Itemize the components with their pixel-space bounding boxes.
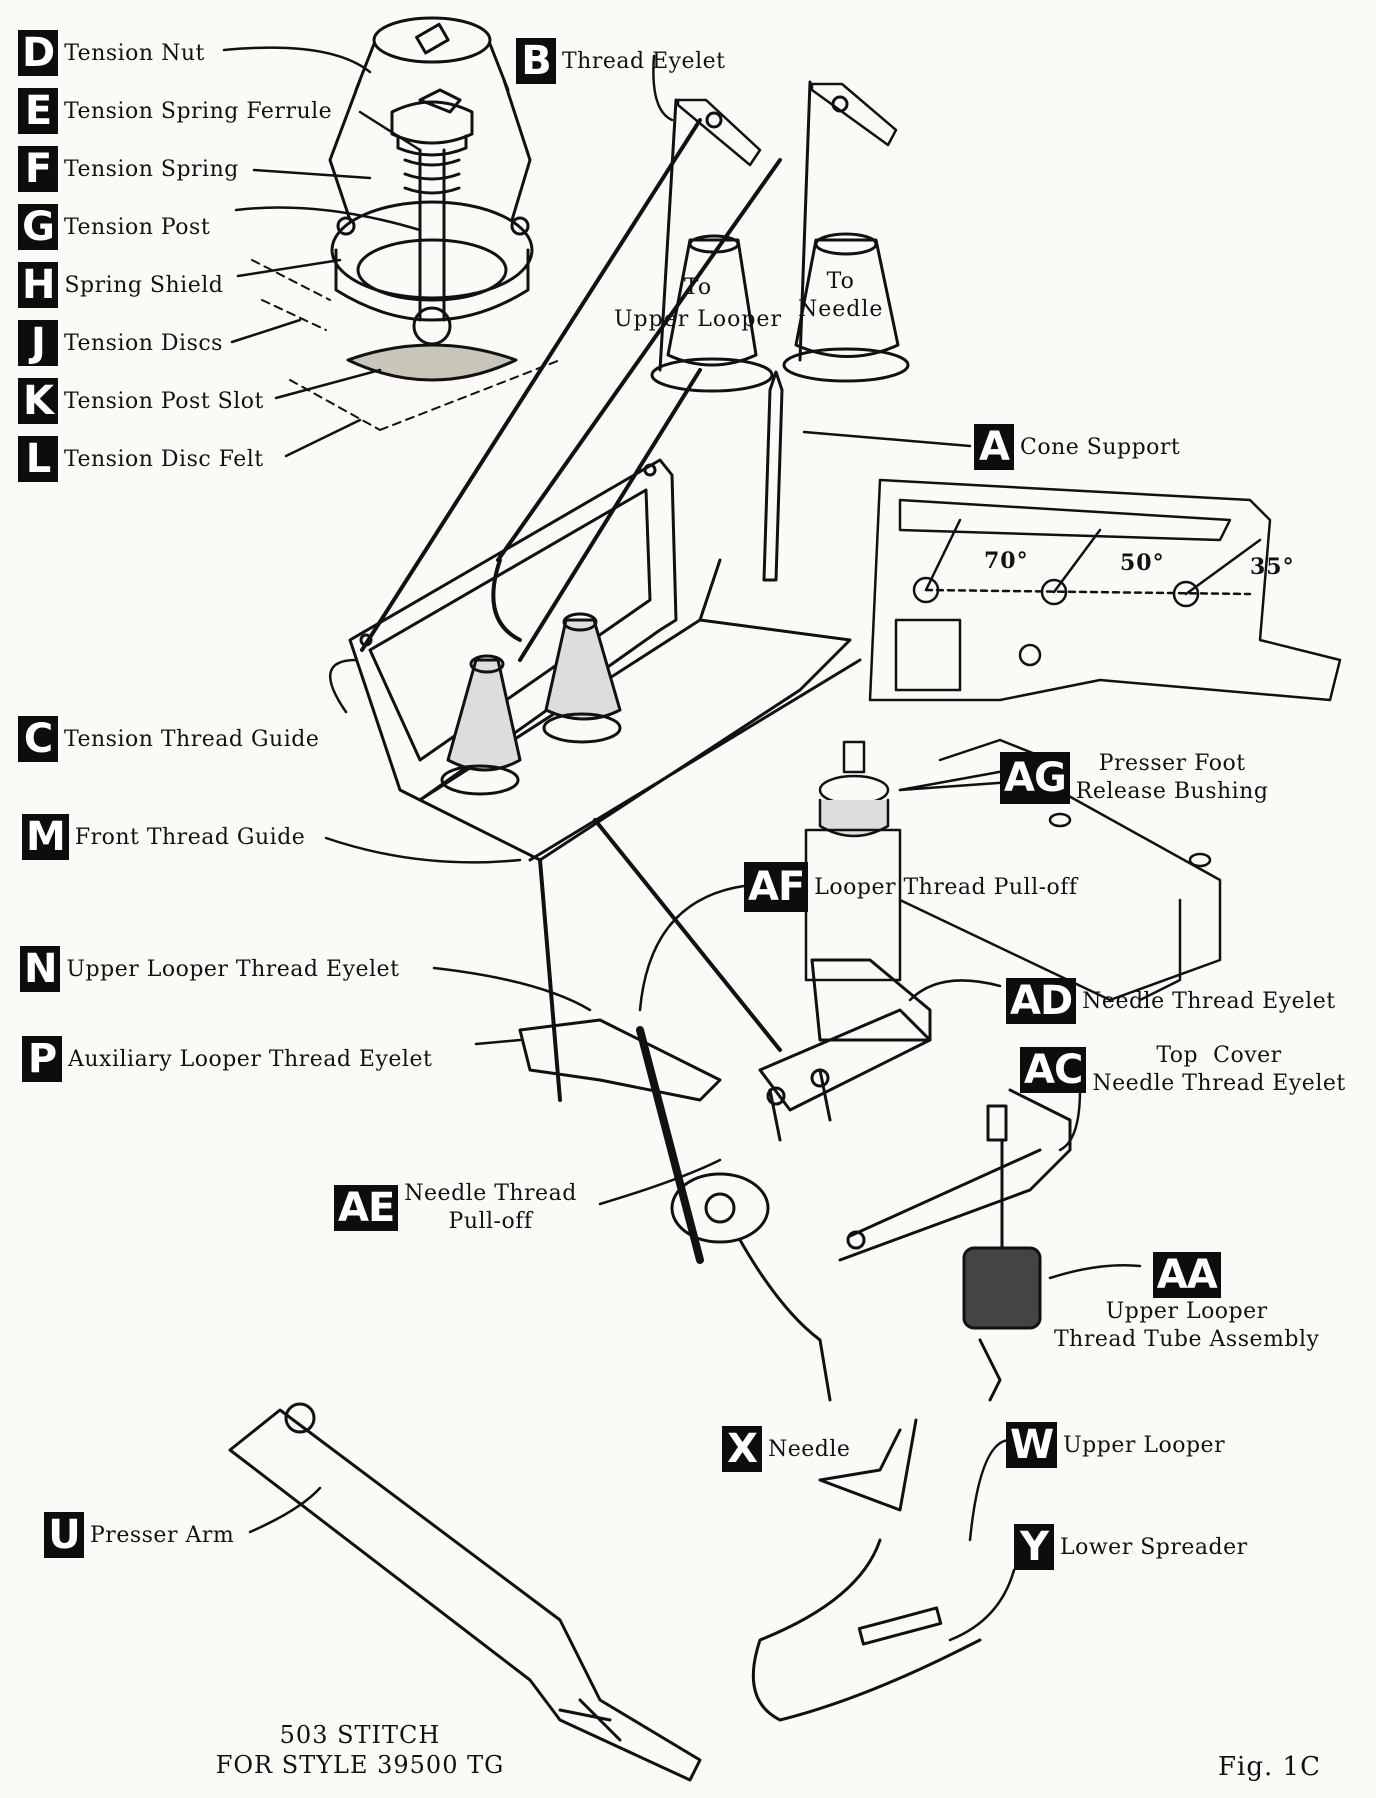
part-id-badge: J	[18, 320, 58, 366]
eyelet-bracket-illustration	[518, 958, 1072, 1402]
part-label-AG: AG Presser Foot Release Bushing	[1000, 750, 1268, 806]
part-label-C: C Tension Thread Guide	[18, 716, 319, 762]
part-id-badge: AA	[1152, 1252, 1221, 1298]
part-name: Tension Disc Felt	[64, 446, 264, 472]
part-name: Upper Looper Thread Eyelet	[66, 956, 400, 982]
part-label-F: F Tension Spring	[18, 146, 239, 192]
part-name: Presser Foot Release Bushing	[1075, 751, 1269, 804]
part-label-H: H Spring Shield	[18, 262, 223, 308]
part-name: Presser Arm	[90, 1522, 235, 1548]
part-id-badge: B	[516, 38, 556, 84]
cone-label-needle: To Needle	[798, 269, 884, 322]
part-name: Lower Spreader	[1060, 1534, 1248, 1560]
part-label-M: M Front Thread Guide	[22, 814, 305, 860]
part-name: Tension Thread Guide	[64, 726, 320, 752]
part-name: Spring Shield	[64, 272, 224, 298]
part-label-AE: AE Needle Thread Pull-off	[334, 1180, 577, 1236]
part-id-badge: X	[722, 1426, 762, 1472]
part-id-badge: G	[18, 204, 58, 250]
part-name: Tension Spring	[64, 156, 239, 182]
angle-label-50: 50°	[1120, 550, 1165, 576]
angle-label-35: 35°	[1250, 554, 1295, 580]
part-name: Top Cover Needle Thread Eyelet	[1092, 1043, 1346, 1096]
part-id-badge: AF	[744, 862, 809, 912]
cone-label-upper-looper: To Upper Looper	[614, 275, 782, 332]
part-name: Tension Discs	[64, 330, 223, 356]
part-name: Tension Nut	[64, 40, 205, 66]
part-label-X: X Needle	[722, 1426, 850, 1472]
part-id-badge: K	[18, 378, 58, 424]
tension-assembly-illustration	[251, 16, 561, 431]
part-name: Tension Spring Ferrule	[64, 98, 333, 124]
part-id-badge: E	[18, 88, 58, 134]
part-name: Looper Thread Pull-off	[814, 874, 1078, 900]
part-id-badge: L	[18, 436, 58, 482]
part-label-W: W Upper Looper	[1006, 1422, 1225, 1468]
part-id-badge: AE	[334, 1185, 399, 1231]
part-label-K: K Tension Post Slot	[18, 378, 264, 424]
part-label-U: U Presser Arm	[44, 1512, 234, 1558]
part-id-badge: AC	[1020, 1047, 1087, 1093]
part-name: Needle Thread Eyelet	[1082, 988, 1336, 1014]
part-label-A: A Cone Support	[974, 424, 1180, 470]
thread-lines-illustration	[360, 118, 782, 1102]
part-name: Cone Support	[1020, 434, 1181, 460]
part-label-B: B Thread Eyelet	[516, 38, 725, 84]
figure-caption: 503 STITCH FOR STYLE 39500 TG	[150, 1720, 570, 1780]
part-id-badge: AG	[1000, 752, 1070, 804]
part-id-badge: H	[18, 262, 59, 308]
part-id-badge: W	[1006, 1422, 1058, 1468]
part-label-N: N Upper Looper Thread Eyelet	[20, 946, 399, 992]
thread-guide-frame-illustration	[348, 458, 862, 862]
part-name: Thread Eyelet	[562, 48, 726, 74]
part-label-D: D Tension Nut	[18, 30, 205, 76]
part-label-E: E Tension Spring Ferrule	[18, 88, 332, 134]
figure-label: Fig. 1C	[1218, 1752, 1321, 1782]
part-name: Tension Post Slot	[64, 388, 264, 414]
part-id-badge: F	[18, 146, 58, 192]
part-label-AF: AF Looper Thread Pull-off	[744, 862, 1078, 912]
leader-lines-illustration	[222, 46, 1142, 1642]
part-name: Needle Thread Pull-off	[404, 1181, 577, 1234]
part-id-badge: U	[44, 1512, 84, 1558]
part-label-J: J Tension Discs	[18, 320, 223, 366]
looper-parts-illustration	[228, 1338, 982, 1782]
part-id-badge: P	[22, 1036, 62, 1082]
part-label-AA: AA Upper Looper Thread Tube Assembly	[1054, 1252, 1319, 1354]
part-name: Auxiliary Looper Thread Eyelet	[68, 1046, 433, 1072]
part-name: Front Thread Guide	[74, 824, 306, 850]
caption-line-1: 503 STITCH	[279, 1721, 441, 1749]
part-id-badge: M	[22, 814, 69, 860]
angle-label-70: 70°	[984, 548, 1029, 574]
part-id-badge: AD	[1006, 978, 1077, 1024]
part-label-AD: AD Needle Thread Eyelet	[1006, 978, 1336, 1024]
part-id-badge: A	[974, 424, 1014, 470]
part-name: Upper Looper Thread Tube Assembly	[1054, 1299, 1320, 1352]
part-label-Y: Y Lower Spreader	[1014, 1524, 1248, 1570]
part-name: Upper Looper	[1063, 1432, 1226, 1458]
part-id-badge: C	[18, 716, 58, 762]
part-label-G: G Tension Post	[18, 204, 210, 250]
part-id-badge: D	[18, 30, 59, 76]
part-label-L: L Tension Disc Felt	[18, 436, 264, 482]
part-id-badge: N	[20, 946, 61, 992]
angle-inset-illustration	[868, 478, 1342, 702]
part-label-AC: AC Top Cover Needle Thread Eyelet	[1020, 1042, 1346, 1098]
caption-line-2: FOR STYLE 39500 TG	[215, 1751, 505, 1779]
part-id-badge: Y	[1014, 1524, 1054, 1570]
part-name: Needle	[768, 1436, 851, 1462]
part-label-P: P Auxiliary Looper Thread Eyelet	[22, 1036, 432, 1082]
part-name: Tension Post	[64, 214, 211, 240]
